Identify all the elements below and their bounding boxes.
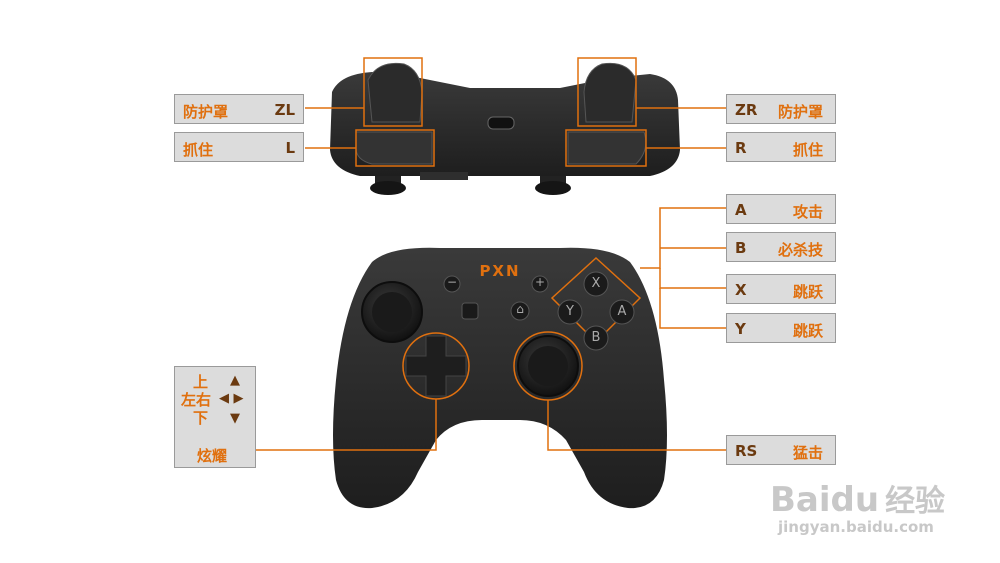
label-x-text: 跳跃 (792, 283, 823, 301)
label-r: R 抓住 (726, 132, 836, 162)
label-l-text: 抓住 (183, 141, 214, 159)
plus-glyph: + (534, 275, 546, 289)
label-zl-key: ZL (274, 101, 295, 119)
label-zr-text: 防护罩 (777, 103, 823, 121)
connector-lines (256, 107, 726, 451)
label-rs-key: RS (735, 442, 758, 460)
controller-top-view (330, 57, 680, 195)
minus-glyph: − (446, 275, 458, 289)
r-bumper[interactable] (567, 131, 647, 165)
label-r-text: 抓住 (792, 141, 823, 159)
zr-trigger[interactable] (583, 62, 637, 123)
label-zr-key: ZR (735, 101, 758, 119)
label-rs-text: 猛击 (792, 444, 823, 462)
label-a-key: A (735, 201, 747, 219)
face-button-b[interactable] (583, 325, 609, 351)
face-label-b: B (591, 330, 601, 345)
dpad-leftright-text: 左右 (181, 391, 212, 409)
face-button-a[interactable] (609, 299, 635, 325)
face-button-x[interactable] (583, 271, 609, 297)
label-y-text: 跳跃 (792, 322, 823, 340)
label-dpad: 上 ▲ 左右 ◀ ▶ 下 ▼ 炫耀 (174, 366, 256, 468)
label-b: B 必杀技 (726, 232, 836, 262)
label-zl-text: 防护罩 (183, 103, 229, 121)
label-y: Y 跳跃 (726, 313, 836, 343)
label-b-text: 必杀技 (777, 241, 823, 259)
dpad-action-text: 炫耀 (197, 447, 228, 465)
controller-front-view (333, 247, 667, 509)
home-button[interactable] (510, 301, 530, 321)
home-icon: ⌂ (516, 302, 524, 316)
label-rs: RS 猛击 (726, 435, 836, 465)
label-y-key: Y (735, 320, 746, 338)
label-r-key: R (735, 139, 747, 157)
label-x-key: X (735, 281, 747, 299)
l-bumper[interactable] (355, 131, 433, 165)
dpad[interactable] (405, 335, 467, 397)
label-l-key: L (285, 139, 295, 157)
face-label-a: A (617, 304, 627, 319)
label-zl: 防护罩 ZL (174, 94, 304, 124)
label-l: 抓住 L (174, 132, 304, 162)
label-b-key: B (735, 239, 747, 257)
dpad-down-text: 下 (193, 409, 209, 427)
brand-logo: PXN (479, 262, 521, 280)
watermark-brand-text: Baidu (770, 480, 880, 520)
watermark-cn-text: 经验 (885, 484, 946, 519)
label-a-text: 攻击 (792, 203, 823, 221)
dpad-down-arrow: ▼ (230, 411, 240, 426)
label-x: X 跳跃 (726, 274, 836, 304)
capture-button[interactable] (461, 302, 479, 320)
watermark-url: jingyan.baidu.com (778, 518, 934, 536)
dpad-leftright-arrows: ◀ ▶ (219, 391, 244, 406)
label-a: A 攻击 (726, 194, 836, 224)
face-label-y: Y (566, 304, 574, 319)
face-label-x: X (591, 276, 601, 291)
plus-button[interactable] (531, 275, 549, 293)
dpad-up-arrow: ▲ (230, 373, 240, 388)
face-button-y[interactable] (557, 299, 583, 325)
dpad-up-text: 上 (193, 373, 209, 391)
minus-button[interactable] (443, 275, 461, 293)
zl-trigger[interactable] (367, 62, 423, 123)
label-zr: ZR 防护罩 (726, 94, 836, 124)
